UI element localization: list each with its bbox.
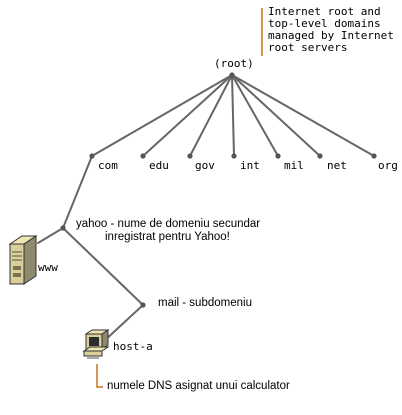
host-note-label: numele DNS asignat unui calculator — [107, 380, 290, 392]
tld-label-gov: gov — [195, 159, 215, 172]
node-int — [231, 153, 237, 159]
edge-root-net — [231, 74, 321, 157]
edge-root-org — [231, 74, 375, 157]
edge-yahoo-www — [37, 227, 64, 244]
node-yahoo — [60, 225, 66, 231]
server-icon — [8, 235, 38, 285]
tld-label-mil: mil — [284, 159, 304, 172]
node-net — [317, 153, 323, 159]
yahoo-label-line1: yahoo - nume de domeniu secundar — [76, 218, 261, 230]
computer-icon — [82, 329, 110, 359]
yahoo-label-line2: inregistrat pentru Yahoo! — [105, 231, 230, 243]
tld-label-com: com — [98, 159, 118, 172]
edge-mail-host — [102, 304, 144, 343]
root-note-line: Internet root and — [268, 5, 381, 18]
node-com — [89, 153, 95, 159]
root-note-line: managed by Internet — [268, 29, 394, 42]
edge-root-com — [91, 74, 233, 157]
node-mil — [275, 153, 281, 159]
node-gov — [187, 153, 193, 159]
host-label: host-a — [113, 340, 153, 353]
root-note: Internet root and top-level domains mana… — [268, 6, 394, 54]
edge-root-gov — [189, 74, 233, 157]
edge-root-edu — [142, 74, 233, 157]
root-label: (root) — [214, 57, 254, 70]
host-callout-bracket — [96, 364, 103, 388]
tld-label-edu: edu — [149, 159, 169, 172]
node-org — [371, 153, 377, 159]
edge-com-yahoo — [62, 155, 93, 229]
edge-yahoo-mail — [62, 227, 144, 306]
www-label: www — [38, 261, 58, 274]
root-note-line: root servers — [268, 41, 348, 54]
edge-root-int — [231, 74, 235, 157]
node-mail — [140, 302, 146, 308]
node-edu — [140, 153, 146, 159]
tld-label-int: int — [240, 159, 260, 172]
mail-label: mail - subdomeniu — [158, 297, 252, 309]
tld-label-org: org — [378, 159, 398, 172]
node-root — [229, 72, 235, 78]
tld-label-net: net — [327, 159, 347, 172]
root-note-line: top-level domains — [268, 17, 381, 30]
edge-root-mil — [231, 74, 279, 157]
